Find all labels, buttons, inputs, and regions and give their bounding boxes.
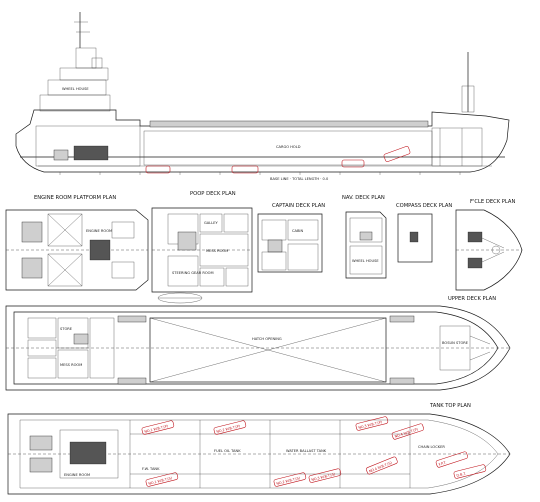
profile-frame-ticks xyxy=(59,172,461,175)
svg-text:NO.1 W.B.T.(P): NO.1 W.B.T.(P) xyxy=(144,424,169,434)
red-mark-10 xyxy=(453,464,487,479)
tank-label-engine: ENGINE ROOM xyxy=(64,473,90,477)
svg-text:NO.2 W.B.T.(P): NO.2 W.B.T.(P) xyxy=(216,424,241,434)
red-mark-3 xyxy=(355,416,389,431)
profile-view: CARGO HOLD WHEEL HOUSE BASE LINE · TOT xyxy=(15,12,510,181)
svg-text:NO.3 W.B.T.(P): NO.3 W.B.T.(P) xyxy=(358,420,383,430)
red-mark-8 xyxy=(365,456,398,475)
profile-deckhouse-1 xyxy=(39,94,111,112)
svg-text:NO.3 W.B.T.(S): NO.3 W.B.T.(S) xyxy=(311,472,336,482)
nav-label-wheelhouse: WHEEL HOUSE xyxy=(352,259,379,263)
profile-hull xyxy=(15,109,510,173)
profile-red-mark-3 xyxy=(341,159,365,168)
title-compass-deck: COMPASS DECK PLAN xyxy=(396,203,452,209)
nav-deck-plan: WHEEL HOUSE xyxy=(345,211,387,279)
tank-label-wbt: WATER BALLAST TANK xyxy=(286,449,327,453)
captain-deck-plan: CABIN xyxy=(257,213,323,273)
title-engine-room-platform: ENGINE ROOM PLATFORM PLAN xyxy=(34,195,116,201)
poop-label-mess: MESS ROOM xyxy=(206,249,228,253)
profile-main-engine xyxy=(73,145,109,161)
poop-label-steering: STEERING GEAR ROOM xyxy=(172,271,214,275)
svg-text:F.P.T.: F.P.T. xyxy=(438,460,447,466)
tank-label-fw: F.W. TANK xyxy=(142,467,160,471)
profile-fore-store xyxy=(431,127,483,167)
profile-red-mark-4 xyxy=(383,146,411,162)
upper-deck-plan: STORE MESS ROOM HATCH OPENING BOSUN STOR… xyxy=(5,305,511,391)
title-captain-deck: CAPTAIN DECK PLAN xyxy=(272,203,325,209)
fcle-deck-plan xyxy=(455,209,523,291)
profile-red-mark-1 xyxy=(145,165,171,174)
red-mark-5 xyxy=(273,472,307,487)
title-fcle-deck: F'CLE DECK PLAN xyxy=(470,199,515,205)
profile-base-line: BASE LINE · TOTAL LENGTH · 0.0 xyxy=(270,177,329,181)
svg-text:D.B.T.: D.B.T. xyxy=(456,471,467,477)
title-tank-top: TANK TOP PLAN xyxy=(429,403,471,409)
upper-label-store: STORE xyxy=(60,327,73,331)
red-mark-2 xyxy=(213,420,247,435)
upper-label-bosun: BOSUN STORE xyxy=(442,341,469,345)
profile-cargo-hold-label: CARGO HOLD xyxy=(276,145,301,149)
red-mark-7 xyxy=(435,451,468,468)
svg-text:NO.1 W.B.T.(S): NO.1 W.B.T.(S) xyxy=(148,476,173,486)
upper-label-hatch: HATCH OPENING xyxy=(252,337,282,341)
compass-deck-plan xyxy=(397,213,433,263)
upper-label-mess: MESS ROOM xyxy=(60,363,82,367)
red-mark-4 xyxy=(145,472,179,487)
poop-deck-plan: GALLEY MESS ROOM STEERING GEAR ROOM xyxy=(151,207,253,304)
profile-hatch-cover xyxy=(149,120,429,128)
profile-aux-engine xyxy=(53,149,69,161)
title-upper-deck: UPPER DECK PLAN xyxy=(448,296,496,302)
red-mark-6 xyxy=(308,468,342,483)
erp-label-engine-room: ENGINE ROOM xyxy=(86,229,112,233)
profile-wheelhouse-label: WHEEL HOUSE xyxy=(62,87,89,91)
title-nav-deck: NAV. DECK PLAN xyxy=(342,195,385,201)
tank-red-marks: NO.1 W.B.T.(P) NO.2 W.B.T.(P) NO.3 W.B.T… xyxy=(141,416,487,487)
red-mark-1 xyxy=(141,420,175,435)
profile-engine-room xyxy=(35,125,141,167)
profile-red-mark-2 xyxy=(231,165,259,174)
tank-label-chain: CHAIN LOCKER xyxy=(418,445,445,449)
profile-wheelhouse xyxy=(59,67,109,81)
captain-label-cabin: CABIN xyxy=(292,229,303,233)
engine-room-platform-plan: ENGINE ROOM xyxy=(5,209,149,291)
poop-label-galley: GALLEY xyxy=(204,221,219,225)
svg-text:NO.4 W.B.T.(P): NO.4 W.B.T.(P) xyxy=(394,427,419,439)
tank-top-plan: ENGINE ROOM FUEL OIL TANK WATER BALLAST … xyxy=(7,413,511,495)
svg-text:NO.2 W.B.T.(S): NO.2 W.B.T.(S) xyxy=(276,476,301,486)
red-mark-9 xyxy=(391,423,424,440)
tank-label-fuel: FUEL OIL TANK xyxy=(214,449,241,453)
title-poop-deck: POOP DECK PLAN xyxy=(190,191,236,197)
